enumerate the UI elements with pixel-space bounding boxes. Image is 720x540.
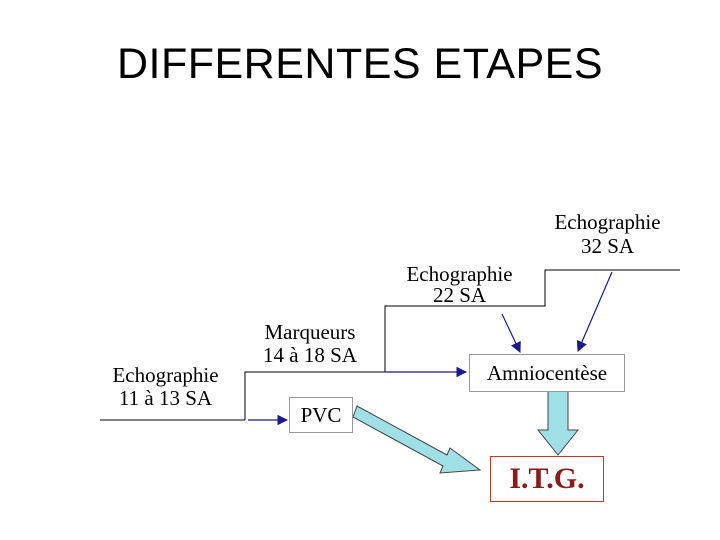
timeline-step-1 xyxy=(244,371,385,420)
node-echo-22-line1: Echographie xyxy=(406,262,513,286)
arrow-echo22-to-amnio xyxy=(501,313,521,353)
node-amniocentese-label: Amniocentèse xyxy=(486,361,608,385)
node-pvc: PVC xyxy=(289,397,353,433)
node-amniocentese: Amniocentèse xyxy=(469,354,625,392)
node-echo-32: Echographie 32 SA xyxy=(540,210,675,258)
node-itg-label: I.T.G. xyxy=(509,462,585,495)
timeline-step-2 xyxy=(384,269,680,372)
node-echo-32-line1: Echographie xyxy=(554,210,661,234)
node-pvc-label: PVC xyxy=(300,403,342,427)
node-echo-22-line2: 22 SA xyxy=(432,283,487,307)
node-echo-11-13-line1: Echographie xyxy=(112,363,219,387)
node-marqueurs: Marqueurs 14 à 18 SA xyxy=(250,321,370,367)
node-itg: I.T.G. xyxy=(490,456,604,502)
node-marqueurs-line2: 14 à 18 SA xyxy=(263,343,357,367)
slide-title: DIFFERENTES ETAPES xyxy=(116,40,604,88)
node-echo-11-13-line2: 11 à 13 SA xyxy=(118,386,213,410)
node-echo-11-13: Echographie 11 à 13 SA xyxy=(98,364,233,410)
node-echo-32-line2: 32 SA xyxy=(580,234,635,258)
fat-arrow-pvc-to-itg xyxy=(352,405,482,474)
node-marqueurs-line1: Marqueurs xyxy=(264,320,356,344)
arrow-echo32-to-amnio xyxy=(576,271,613,352)
node-echo-22: Echographie 22 SA xyxy=(392,264,527,306)
fat-arrow-amnio-to-itg xyxy=(536,389,580,456)
